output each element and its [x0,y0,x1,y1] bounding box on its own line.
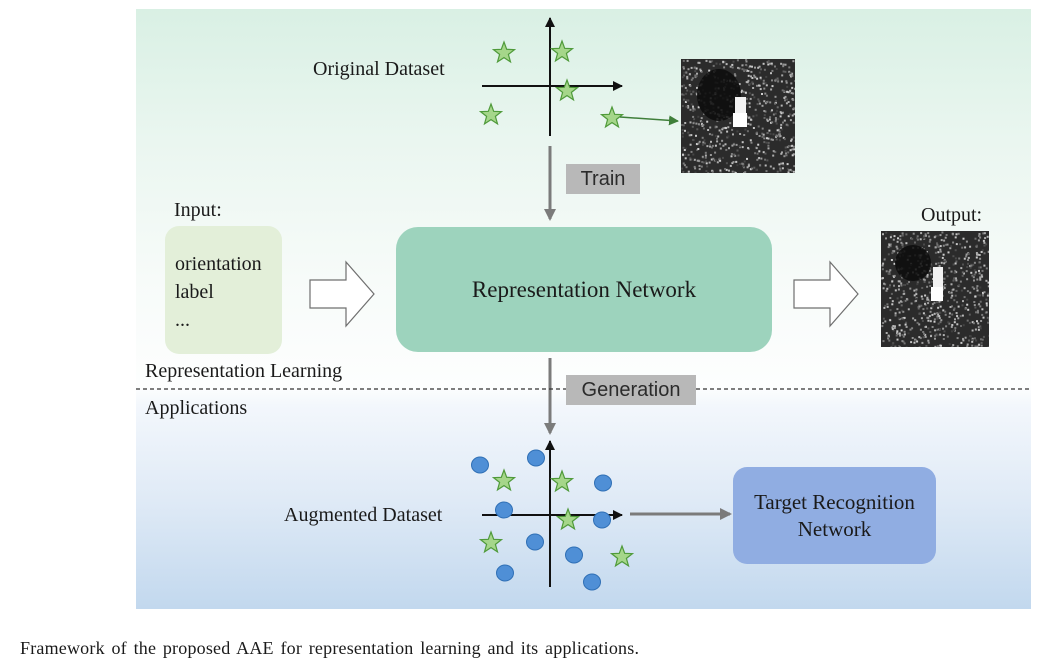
target-recognition-label-line: Target Recognition [754,489,915,514]
generation-tag: Generation [566,375,696,405]
representation-learning-label: Representation Learning [145,360,343,382]
original-dataset-axes [482,17,623,136]
circle-marker [526,533,544,551]
input-item: orientation [175,253,262,275]
star-marker [609,544,635,568]
star-marker [491,40,517,64]
representation-network-box: Representation Network [396,227,772,352]
star-marker [478,530,504,554]
star-marker [491,468,517,492]
target-recognition-label-line: Network [797,516,872,541]
sample-pointer-arrow [619,115,679,126]
star-marker [549,39,575,63]
circle-marker [495,501,513,519]
train-tag: Train [566,164,640,194]
original-sar-image [681,59,795,173]
circle-marker [565,546,583,564]
input-item: ... [175,309,190,331]
star-marker [554,78,580,102]
star-marker [478,102,504,126]
representation-network-label: Representation Network [471,276,697,302]
input-item: label [175,281,214,303]
star-marker [599,105,625,129]
star-marker [555,507,581,531]
diagram-graphics [136,17,1031,591]
input-heading: Input: [174,199,222,221]
input-box: orientation label ... [165,226,282,354]
framework-diagram: Original Dataset Train Input: orientatio… [136,9,1031,609]
circle-marker [593,511,611,529]
input-hollow-arrow [309,260,375,328]
circle-marker [583,573,601,591]
output-hollow-arrow [793,260,859,328]
target-recognition-network-box: Target Recognition Network [733,467,936,564]
figure-caption: Framework of the proposed AAE for repres… [20,638,640,658]
circle-marker [594,474,612,492]
augmented-dataset-label: Augmented Dataset [284,504,443,526]
star-marker [549,469,575,493]
original-dataset-stars [478,39,625,129]
circle-marker [471,456,489,474]
augmented-dataset-points [471,449,635,591]
generated-sar-image [881,231,989,347]
output-heading: Output: [921,204,983,226]
original-dataset-label: Original Dataset [313,58,445,80]
circle-marker [527,449,545,467]
applications-label: Applications [145,397,248,419]
circle-marker [496,564,514,582]
